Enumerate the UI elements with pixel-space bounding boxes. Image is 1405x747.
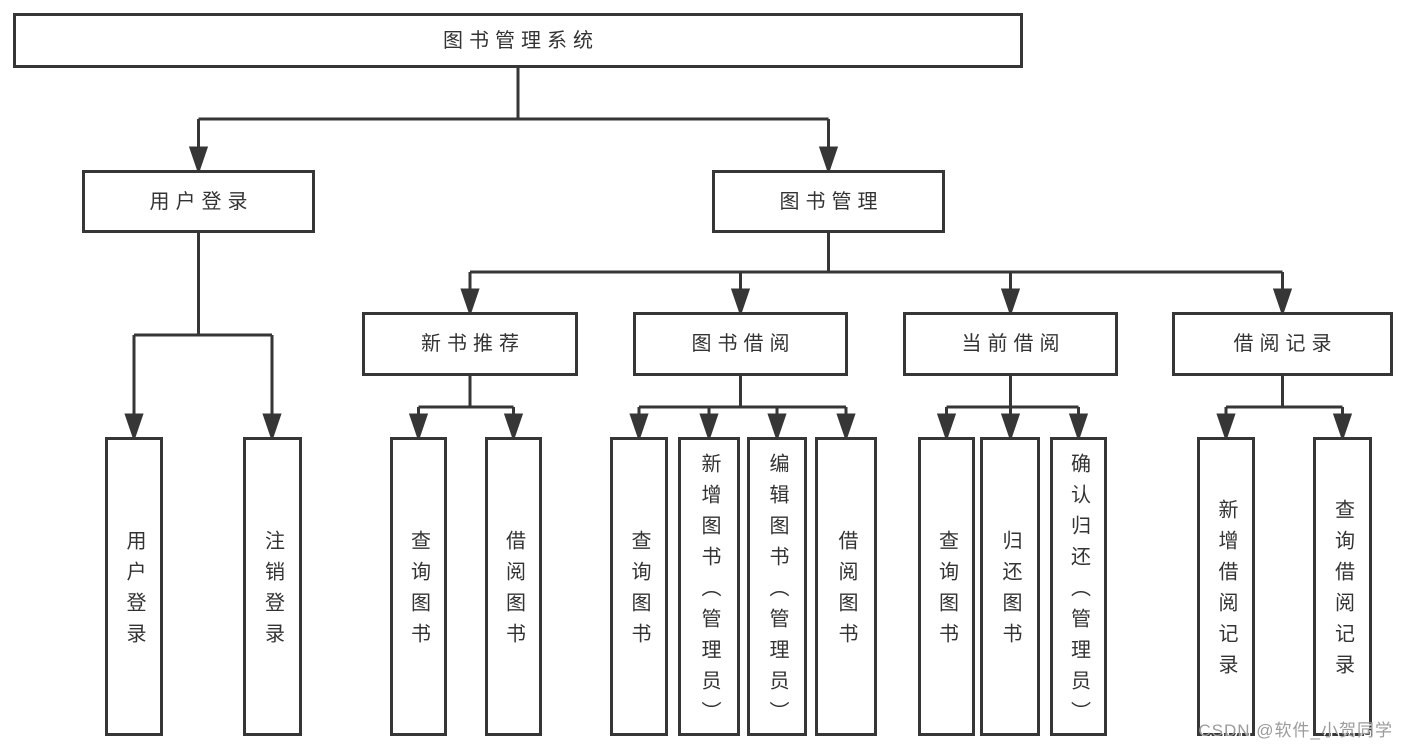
arrowhead — [503, 413, 524, 442]
node-library-management-system: 图书管理系统 — [13, 13, 1023, 68]
node-label: 当前借阅 — [961, 333, 1066, 355]
connector-new-book-recommend-to-leaves — [408, 376, 524, 442]
leaf-label: 确认归还（管理员） — [1067, 452, 1090, 732]
leaf-label: 编辑图书（管理员） — [766, 452, 788, 732]
leaf-label: 查询借阅记录 — [1331, 499, 1354, 685]
node-borrowing-records: 借阅记录 — [1172, 312, 1393, 376]
arrowhead — [460, 288, 480, 317]
arrowhead — [1332, 413, 1353, 442]
arrowhead — [1272, 288, 1293, 317]
leaf-br-query-record: 查询借阅记录 — [1313, 437, 1372, 736]
csdn-watermark: CSDN @软件_小贺同学 — [1198, 721, 1393, 740]
arrowhead — [699, 413, 719, 442]
arrowhead — [730, 288, 751, 317]
arrowhead — [262, 413, 282, 442]
arrowhead — [836, 413, 856, 442]
node-new-book-recommend: 新书推荐 — [362, 312, 578, 376]
leaf-cb-query-books: 查询图书 — [918, 437, 975, 736]
leaf-user-login: 用户登录 — [105, 437, 163, 736]
leaf-label: 借阅图书 — [835, 530, 857, 654]
node-label: 图书管理 — [779, 190, 884, 213]
arrowhead — [629, 413, 649, 442]
connector-book-management-to-level3 — [460, 233, 1293, 317]
arrowhead — [1068, 413, 1089, 442]
connector-user-login-to-leaves — [124, 233, 282, 442]
connector-book-borrowing-to-leaves — [629, 376, 856, 442]
leaf-label: 借阅图书 — [502, 530, 525, 654]
node-user-login: 用户登录 — [82, 170, 315, 233]
arrowhead — [1000, 288, 1021, 317]
leaf-nbr-query-books: 查询图书 — [390, 437, 447, 736]
leaf-bb-borrow-books: 借阅图书 — [815, 437, 877, 736]
node-label: 图书管理系统 — [443, 29, 599, 52]
leaf-label: 注销登录 — [261, 530, 284, 654]
leaf-label: 归还图书 — [999, 530, 1021, 654]
leaf-bb-query-books: 查询图书 — [610, 437, 668, 736]
leaf-label: 用户登录 — [123, 530, 145, 654]
leaf-label: 查询图书 — [407, 530, 430, 654]
leaf-logout: 注销登录 — [243, 437, 302, 736]
node-label: 新书推荐 — [421, 333, 525, 355]
leaf-label: 新增图书（管理员） — [698, 452, 720, 732]
connector-current-borrowing-to-leaves — [936, 376, 1089, 442]
connector-borrowing-records-to-leaves — [1216, 376, 1353, 442]
arrowhead — [818, 146, 839, 175]
node-label: 图书借阅 — [691, 333, 796, 355]
leaf-br-add-record: 新增借阅记录 — [1197, 437, 1255, 736]
node-current-borrowing: 当前借阅 — [903, 312, 1118, 376]
leaf-label: 查询图书 — [935, 530, 958, 654]
arrowhead — [408, 413, 429, 442]
arrowhead — [936, 413, 957, 442]
arrowhead — [767, 413, 787, 442]
leaf-cb-return-books: 归还图书 — [980, 437, 1040, 736]
arrowhead — [1216, 413, 1236, 442]
leaf-nbr-borrow-books: 借阅图书 — [485, 437, 542, 736]
arrowhead — [124, 413, 144, 442]
leaf-label: 新增借阅记录 — [1215, 499, 1237, 685]
node-label: 借阅记录 — [1233, 333, 1338, 355]
arrowhead — [1000, 413, 1021, 442]
node-book-management: 图书管理 — [712, 170, 945, 233]
leaf-cb-confirm-return-admin: 确认归还（管理员） — [1050, 437, 1107, 736]
leaf-bb-edit-book-admin: 编辑图书（管理员） — [747, 437, 807, 736]
leaf-label: 查询图书 — [628, 530, 650, 654]
node-label: 用户登录 — [149, 190, 254, 213]
leaf-bb-add-book-admin: 新增图书（管理员） — [678, 437, 740, 736]
connector-root-to-level2 — [188, 68, 839, 175]
node-book-borrowing: 图书借阅 — [633, 312, 848, 376]
arrowhead — [188, 146, 209, 175]
